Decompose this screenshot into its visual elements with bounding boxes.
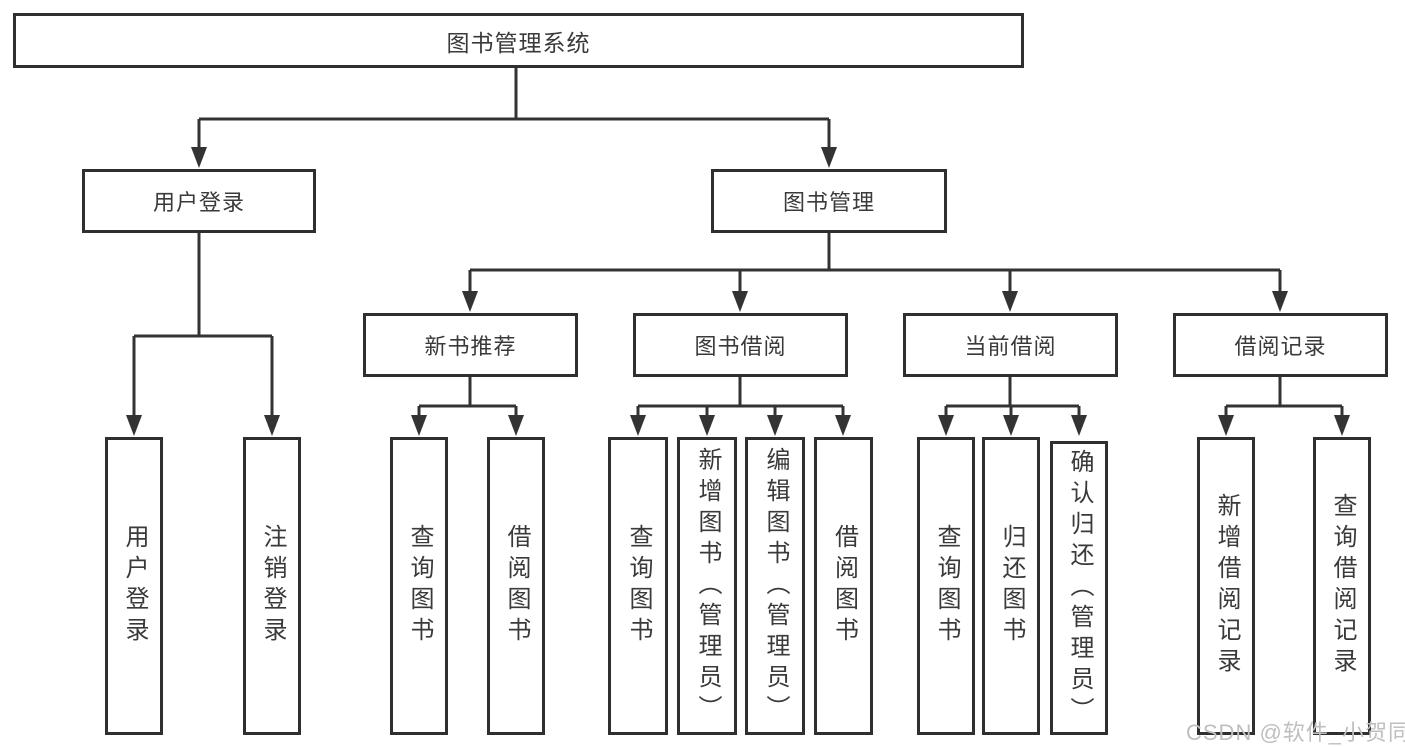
node-label: 新增借阅记录 bbox=[1213, 493, 1240, 679]
leaf-user-login: 用户登录 bbox=[105, 437, 163, 735]
node-label: 图书管理系统 bbox=[446, 29, 591, 56]
node-label: 借阅图书 bbox=[830, 524, 858, 648]
node-label: 查询图书 bbox=[406, 524, 433, 648]
leaf-query-books-current: 查询图书 bbox=[917, 437, 975, 735]
node-label: 用户登录 bbox=[121, 524, 148, 648]
leaf-borrow-books: 借阅图书 bbox=[814, 437, 873, 735]
leaf-query-borrow-record: 查询借阅记录 bbox=[1313, 437, 1371, 735]
node-label: 图书借阅 bbox=[694, 334, 787, 359]
leaf-add-borrow-record: 新增借阅记录 bbox=[1197, 437, 1255, 735]
node-label: 图书管理 bbox=[782, 190, 875, 215]
node-label: 归还图书 bbox=[998, 524, 1025, 648]
node-label: 新书推荐 bbox=[424, 334, 517, 359]
leaf-logout: 注销登录 bbox=[243, 437, 301, 735]
node-book-borrowing: 图书借阅 bbox=[633, 313, 848, 377]
leaf-query-books-borrowing: 查询图书 bbox=[608, 437, 668, 735]
node-label: 注销登录 bbox=[259, 524, 286, 648]
node-label: 查询图书 bbox=[933, 524, 960, 648]
node-current-borrowing: 当前借阅 bbox=[903, 313, 1118, 377]
csdn-watermark: CSDN @软件_小贺同学 bbox=[1186, 720, 1405, 745]
node-label: 新增图书（管理员） bbox=[694, 446, 721, 726]
node-label: 借阅记录 bbox=[1234, 334, 1327, 359]
node-label: 当前借阅 bbox=[964, 334, 1057, 359]
leaf-query-books-recommend: 查询图书 bbox=[390, 437, 448, 735]
leaf-borrow-books-recommend: 借阅图书 bbox=[487, 437, 545, 735]
leaf-add-books-admin: 新增图书（管理员） bbox=[677, 437, 737, 735]
leaf-confirm-return-admin: 确认归还（管理员） bbox=[1050, 441, 1108, 735]
node-label: 编辑图书（管理员） bbox=[762, 446, 789, 726]
node-borrowing-records: 借阅记录 bbox=[1173, 313, 1388, 377]
node-new-book-recommendation: 新书推荐 bbox=[363, 313, 578, 377]
leaf-edit-books-admin: 编辑图书（管理员） bbox=[745, 437, 805, 735]
node-label: 查询借阅记录 bbox=[1329, 493, 1356, 679]
node-label: 确认归还（管理员） bbox=[1066, 448, 1093, 728]
node-label: 借阅图书 bbox=[503, 524, 530, 648]
leaf-return-books: 归还图书 bbox=[982, 437, 1040, 735]
node-user-login: 用户登录 bbox=[82, 169, 316, 233]
node-book-management: 图书管理 bbox=[711, 169, 947, 233]
node-label: 用户登录 bbox=[152, 190, 245, 215]
node-label: 查询图书 bbox=[625, 524, 652, 648]
node-library-management-system: 图书管理系统 bbox=[13, 13, 1024, 68]
